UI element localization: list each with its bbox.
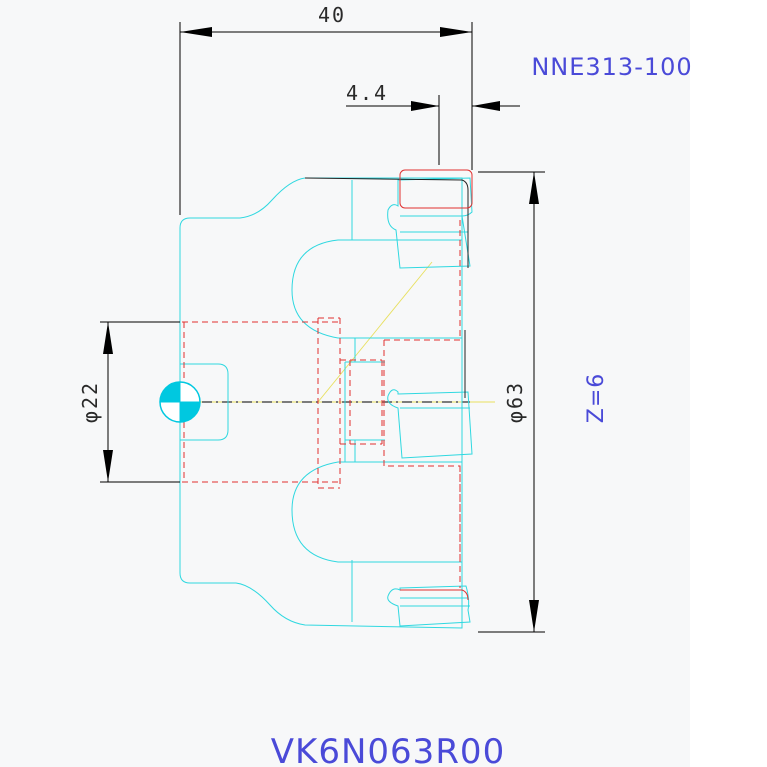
hidden-lines [182, 220, 461, 588]
insert-bottom [387, 585, 471, 627]
top-edge-detail [304, 177, 469, 398]
overall-length-label: 40 [318, 3, 346, 27]
drawing-canvas: 40 4.4 φ63 φ22 NNE313-100 Z=6 VK6N063R00 [78, 3, 692, 767]
teeth-count: Z=6 [584, 373, 609, 424]
insert-top [387, 177, 473, 269]
dimension-overall-length [179, 22, 473, 215]
dimension-offset [346, 95, 520, 170]
bore-diameter-label: φ22 [78, 381, 102, 423]
dimension-bore-diameter [100, 321, 180, 483]
dimension-outer-diameter [478, 171, 545, 633]
center-line [180, 261, 495, 403]
insert-middle [387, 389, 473, 459]
insert-seat-bottom [400, 589, 469, 601]
tool-code: VK6N063R00 [271, 732, 505, 767]
insert-seat-top [399, 169, 473, 209]
origin-marker-icon [159, 381, 201, 423]
offset-label: 4.4 [346, 81, 388, 105]
cutter-body-outline [179, 177, 463, 629]
part-number: NNE313-100 [531, 53, 692, 81]
outer-diameter-label: φ63 [503, 381, 527, 423]
